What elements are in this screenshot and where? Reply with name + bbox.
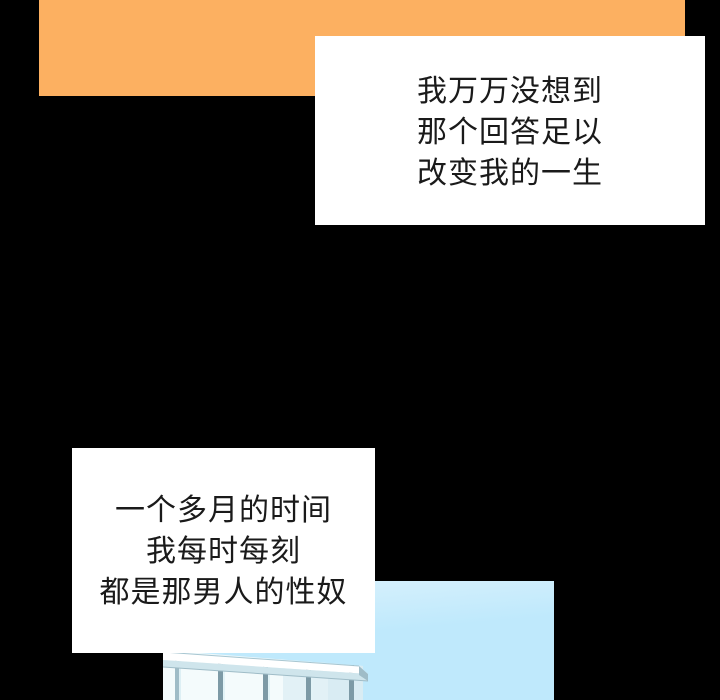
- caption-line: 一个多月的时间: [115, 493, 332, 528]
- caption-line: 我万万没想到: [417, 74, 603, 109]
- glass-building-facade: [163, 650, 369, 700]
- caption-upper-text: 我万万没想到 那个回答足以 改变我的一生: [417, 71, 603, 194]
- caption-box-upper: 我万万没想到 那个回答足以 改变我的一生: [315, 36, 705, 225]
- caption-line: 都是那男人的性奴: [99, 575, 348, 610]
- caption-box-lower: 一个多月的时间 我每时每刻 都是那男人的性奴: [72, 448, 375, 653]
- caption-lower-text: 一个多月的时间 我每时每刻 都是那男人的性奴: [100, 490, 348, 613]
- caption-line: 改变我的一生: [417, 156, 603, 191]
- caption-line: 我每时每刻: [146, 534, 301, 569]
- caption-line: 那个回答足以: [417, 115, 603, 150]
